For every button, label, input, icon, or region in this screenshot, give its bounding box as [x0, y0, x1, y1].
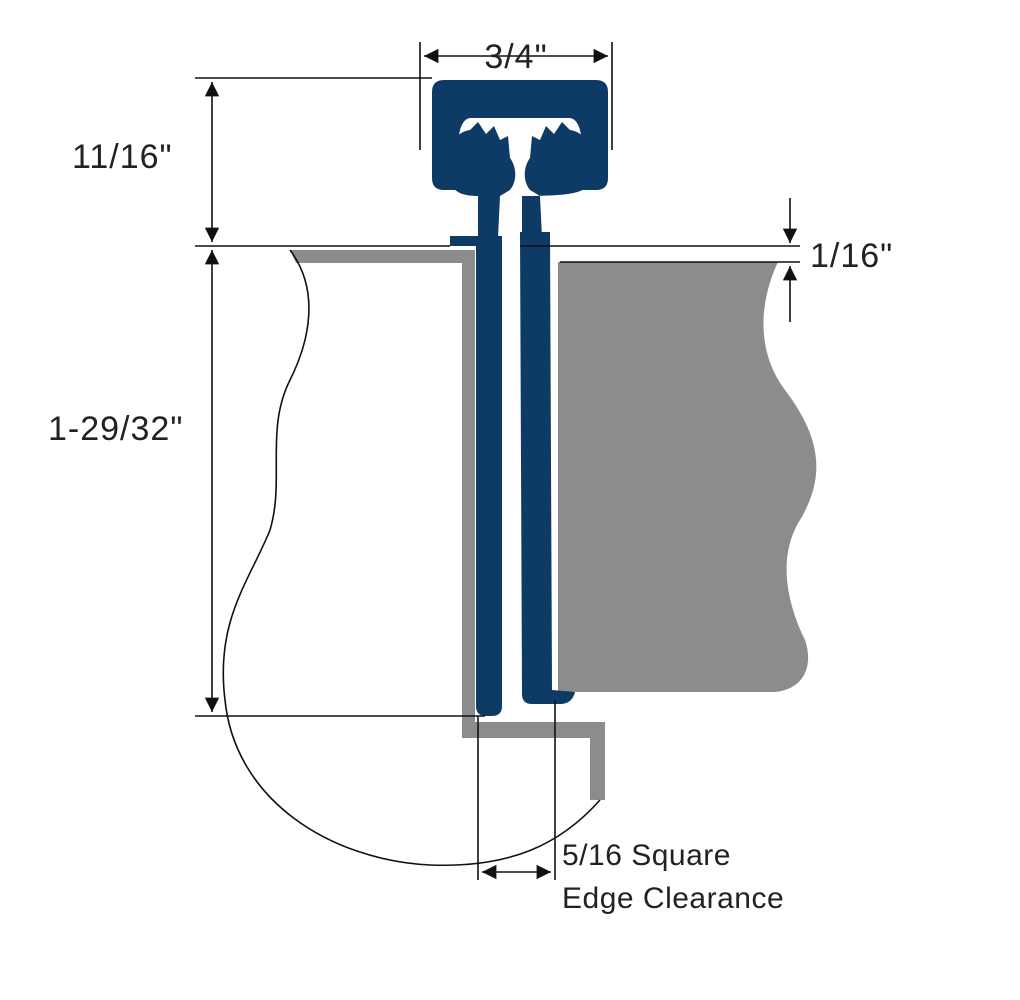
cap-height-label: 11/16"	[72, 138, 173, 176]
left-frame-channel	[290, 250, 605, 800]
width-label: 3/4"	[484, 38, 547, 76]
clearance-label-line1: 5/16 Square	[562, 839, 731, 872]
hinge-right-leaf	[520, 232, 575, 704]
leaf-height-label: 1-29/32"	[48, 410, 183, 448]
hinge-left-knuckle	[445, 122, 516, 238]
gap-label: 1/16"	[810, 237, 893, 275]
clearance-label-line2: Edge Clearance	[562, 882, 784, 915]
hinge-right-knuckle	[522, 122, 595, 238]
right-door-panel	[558, 262, 817, 692]
left-door-outline	[222, 249, 601, 867]
hinge-cap	[432, 80, 608, 190]
hinge-left-leaf	[450, 236, 502, 716]
